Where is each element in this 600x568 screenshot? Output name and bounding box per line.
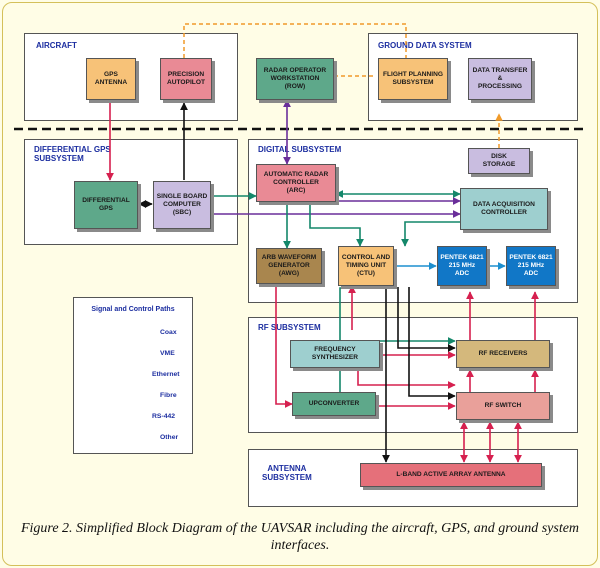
legend-label-ethernet: Ethernet xyxy=(152,371,180,378)
path-autopilot-flightplanning xyxy=(183,23,407,58)
arc-block: AUTOMATIC RADAR CONTROLLER (ARC) xyxy=(256,164,336,202)
ground-data-section xyxy=(368,33,578,121)
path-awg-upconverter xyxy=(275,283,293,408)
path-dac-ctu xyxy=(401,221,460,247)
ctu-block: CONTROL AND TIMING UNIT (CTU) xyxy=(338,246,394,286)
dac-block: DATA ACQUISITION CONTROLLER xyxy=(460,188,548,230)
figure-caption: Figure 2. Simplified Block Diagram of th… xyxy=(20,521,580,553)
row-block: RADAR OPERATOR WORKSTATION (ROW) xyxy=(256,58,334,100)
rf-receivers-block: RF RECEIVERS xyxy=(456,340,550,368)
precision-autopilot-block: PRECISION AUTOPILOT xyxy=(160,58,212,100)
digital-title: DIGITAL SUBSYSTEM xyxy=(258,145,342,154)
path-freq-rfswitch xyxy=(357,368,456,389)
flight-planning-block: FLIGHT PLANNING SUBSYSTEM xyxy=(378,58,448,100)
awg-block: ARB WAVEFORM GENERATOR (AWG) xyxy=(256,248,322,284)
ground-data-title: GROUND DATA SYSTEM xyxy=(378,41,472,50)
path-ctu-rfswitch xyxy=(408,287,456,400)
antenna-title: ANTENNA SUBSYSTEM xyxy=(262,464,312,482)
legend-label-other: Other xyxy=(160,434,179,441)
differential-gps-block: DIFFERENTIAL GPS xyxy=(74,181,138,229)
disk-storage-block: DISK STORAGE xyxy=(468,148,530,174)
antenna-array-block: L-BAND ACTIVE ARRAY ANTENNA xyxy=(360,463,542,487)
legend-title: Signal and Control Paths xyxy=(91,306,175,313)
rf-switch-block: RF SWITCH xyxy=(456,392,550,420)
rf-title: RF SUBSYSTEM xyxy=(258,323,321,332)
adc2-block: PENTEK 6821 215 MHz ADC xyxy=(506,246,556,286)
sbc-block: SINGLE BOARD COMPUTER (SBC) xyxy=(153,181,211,229)
adc1-block: PENTEK 6821 215 MHz ADC xyxy=(437,246,487,286)
legend-label-rs442: RS-442 xyxy=(152,413,176,420)
legend-label-vme: VME xyxy=(160,350,175,357)
path-arc-ctu xyxy=(309,202,364,247)
legend-label-coax: Coax xyxy=(160,329,177,336)
aircraft-title: AIRCRAFT xyxy=(36,41,77,50)
path-ctu-receivers xyxy=(397,287,456,352)
frequency-synthesizer-block: FREQUENCY SYNTHESIZER xyxy=(290,340,380,368)
legend: Signal and Control Paths Coax VME Ethern… xyxy=(73,297,193,454)
data-transfer-block: DATA TRANSFER & PROCESSING xyxy=(468,58,532,100)
gps-antenna-block: GPS ANTENNA xyxy=(86,58,136,100)
legend-label-fibre: Fibre xyxy=(160,392,177,399)
dgps-title: DIFFERENTIAL GPS SUBSYSTEM xyxy=(34,145,111,163)
upconverter-block: UPCONVERTER xyxy=(292,392,376,416)
